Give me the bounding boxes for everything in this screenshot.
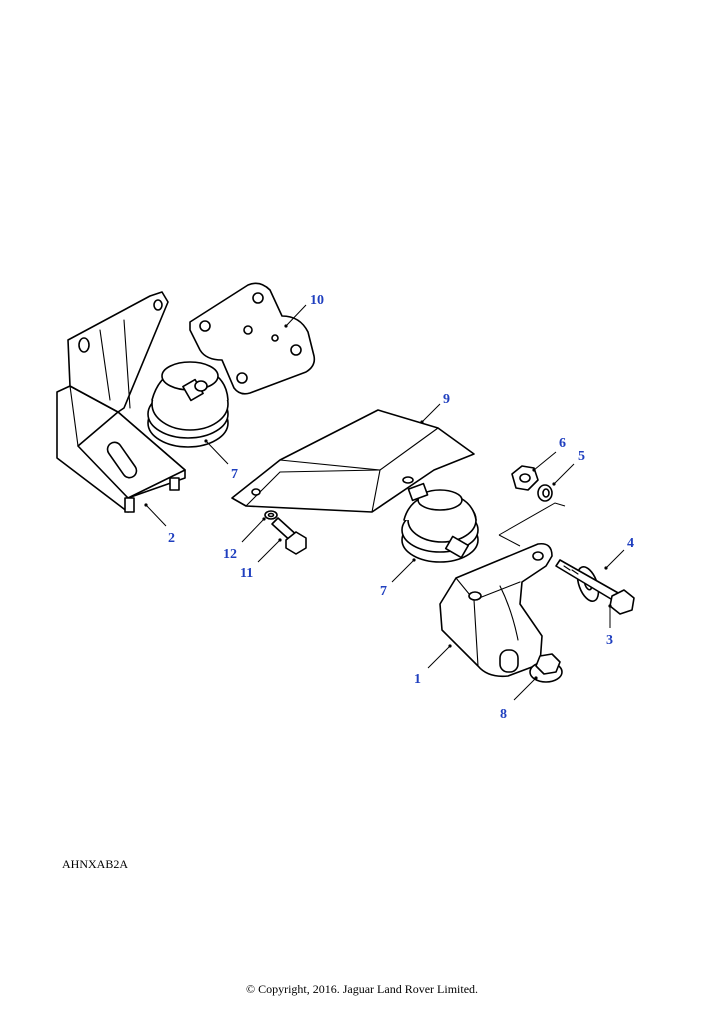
callout-7-lower[interactable]: 7 xyxy=(380,584,387,599)
small-bolt xyxy=(271,517,307,555)
flange-nut xyxy=(529,653,563,683)
callout-12[interactable]: 12 xyxy=(223,547,237,562)
spring-washer xyxy=(264,510,278,520)
callout-7-upper[interactable]: 7 xyxy=(231,467,238,482)
callout-1[interactable]: 1 xyxy=(414,672,421,687)
support-arm-bracket xyxy=(231,409,475,513)
leader-lines xyxy=(144,304,625,701)
mounting-plate xyxy=(189,282,316,395)
callout-2[interactable]: 2 xyxy=(168,531,175,546)
assembly-guide-line xyxy=(498,502,566,547)
hex-nut-upper xyxy=(511,465,539,491)
left-mounting-bracket xyxy=(56,291,186,513)
callout-11[interactable]: 11 xyxy=(240,566,253,581)
long-bolt xyxy=(555,559,635,615)
callout-labels: 10 9 7 2 12 11 7 6 5 4 3 1 8 xyxy=(168,293,634,722)
callout-10[interactable]: 10 xyxy=(310,293,324,308)
callout-9[interactable]: 9 xyxy=(443,392,450,407)
callout-5[interactable]: 5 xyxy=(578,449,585,464)
callout-3[interactable]: 3 xyxy=(606,633,613,648)
diagram-reference-code: AHNXAB2A xyxy=(62,857,128,871)
flat-washer xyxy=(537,484,553,502)
callout-6[interactable]: 6 xyxy=(559,436,566,451)
callout-8[interactable]: 8 xyxy=(500,707,507,722)
rubber-mount-upper xyxy=(147,361,229,448)
callout-4[interactable]: 4 xyxy=(627,536,634,551)
copyright-notice: © Copyright, 2016. Jaguar Land Rover Lim… xyxy=(245,982,479,996)
rubber-mount-lower xyxy=(401,482,479,563)
lower-mounting-bracket xyxy=(439,542,553,678)
